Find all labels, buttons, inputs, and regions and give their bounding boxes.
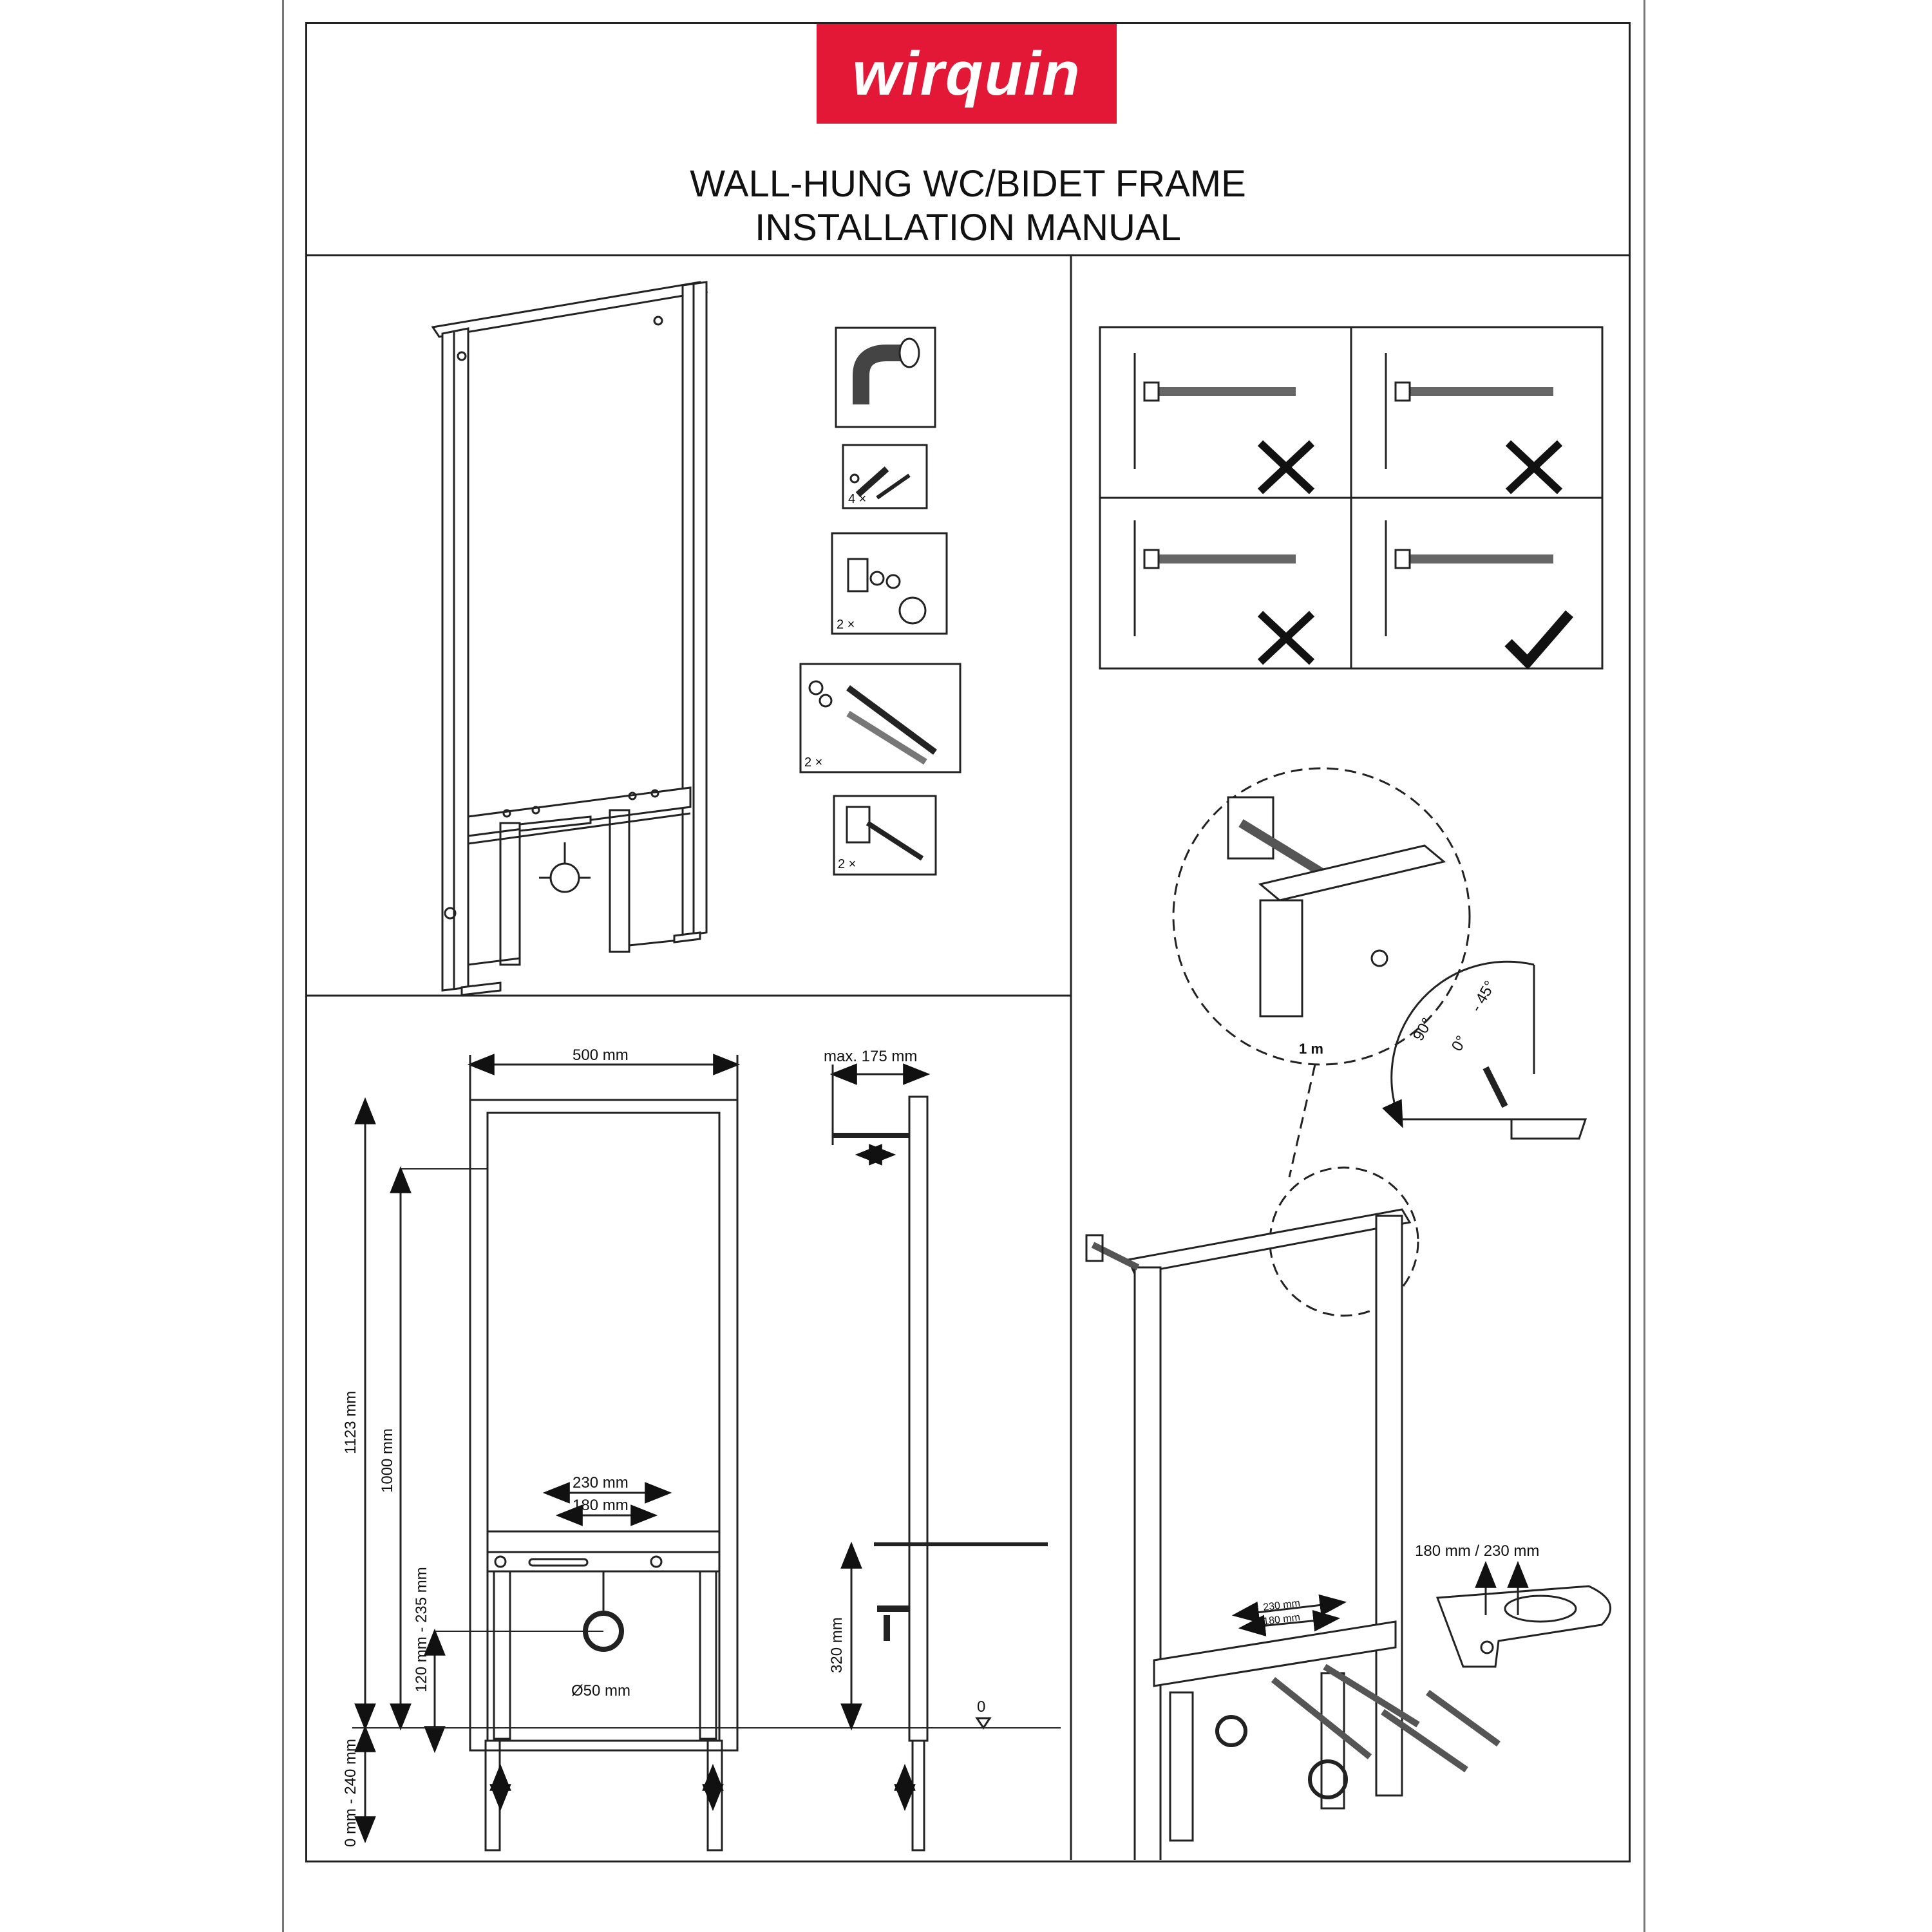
title-line-1: WALL-HUNG WC/BIDET FRAME bbox=[690, 163, 1246, 205]
small-180-label: 180 mm bbox=[1262, 1612, 1300, 1627]
mark-1m-label: 1 m bbox=[1299, 1041, 1323, 1057]
frame-perspective bbox=[431, 281, 708, 996]
bracket-qty: 2 × bbox=[837, 618, 855, 632]
spacing-narrow-label: 180 mm bbox=[573, 1497, 629, 1514]
bracket-fitting-icon: 2 × bbox=[831, 532, 948, 635]
document-title: WALL-HUNG WC/BIDET FRAME INSTALLATION MA… bbox=[307, 162, 1629, 250]
brand-logo-text: wirquin bbox=[852, 39, 1081, 108]
total-height-label: 1123 mm bbox=[342, 1391, 359, 1454]
manual-sheet: wirquin WALL-HUNG WC/BIDET FRAME INSTALL… bbox=[305, 22, 1631, 1862]
foot-adjust-label: 0 mm - 240 mm bbox=[342, 1739, 359, 1847]
dimension-labels: 500 mm max. 175 mm 1123 mm 1000 mm 120 m… bbox=[342, 1046, 985, 1847]
rod-position-grid bbox=[1099, 326, 1604, 670]
rods-qty: 2 × bbox=[804, 755, 822, 770]
header: wirquin WALL-HUNG WC/BIDET FRAME INSTALL… bbox=[307, 24, 1629, 256]
frame-front bbox=[469, 1099, 739, 1752]
frame-side bbox=[908, 1095, 929, 1742]
brand-logo: wirquin bbox=[817, 24, 1117, 124]
parts-list: 4 × 2 × 2 × 2 × bbox=[799, 327, 961, 876]
fixing-height-label: 1000 mm bbox=[379, 1428, 396, 1493]
page-edge-left bbox=[282, 0, 284, 1932]
floor-level-label: 0 bbox=[977, 1698, 985, 1716]
small-230-label: 230 mm bbox=[1262, 1598, 1300, 1613]
installation-view bbox=[1085, 1166, 1612, 1860]
width-label: 500 mm bbox=[573, 1046, 629, 1064]
spacing-wide-label: 230 mm bbox=[573, 1474, 629, 1492]
angle-range-a: 0° bbox=[1448, 1033, 1471, 1054]
page-edge-right bbox=[1643, 0, 1645, 1932]
technical-drawing: 4 × 2 × 2 × 2 × bbox=[307, 256, 1612, 1860]
threaded-rod-icon: 2 × bbox=[799, 663, 961, 773]
depth-label: max. 175 mm bbox=[824, 1048, 917, 1065]
drain-dia-label: Ø50 mm bbox=[571, 1682, 630, 1700]
right-angle-label: 90° bbox=[1410, 1015, 1437, 1044]
angle-range-b: - 45° bbox=[1468, 978, 1499, 1015]
dimension-drawing bbox=[352, 1054, 1061, 1852]
elbow-fitting-icon bbox=[835, 327, 936, 428]
title-line-2: INSTALLATION MANUAL bbox=[755, 207, 1181, 249]
bolts-qty: 2 × bbox=[838, 857, 856, 871]
bowl-spacing-label: 180 mm / 230 mm bbox=[1415, 1542, 1539, 1560]
drain-height-label: 320 mm bbox=[828, 1617, 846, 1673]
anchor-screw-icon: 4 × bbox=[842, 444, 928, 509]
screws-qty: 4 × bbox=[848, 492, 866, 506]
rod-height-label: 120 mm - 235 mm bbox=[413, 1567, 430, 1692]
detail-callout bbox=[1172, 767, 1587, 1178]
mounting-bolt-icon: 2 × bbox=[833, 795, 937, 876]
check-mark-icon bbox=[1504, 610, 1574, 670]
cross-mark-icon bbox=[1257, 440, 1563, 665]
